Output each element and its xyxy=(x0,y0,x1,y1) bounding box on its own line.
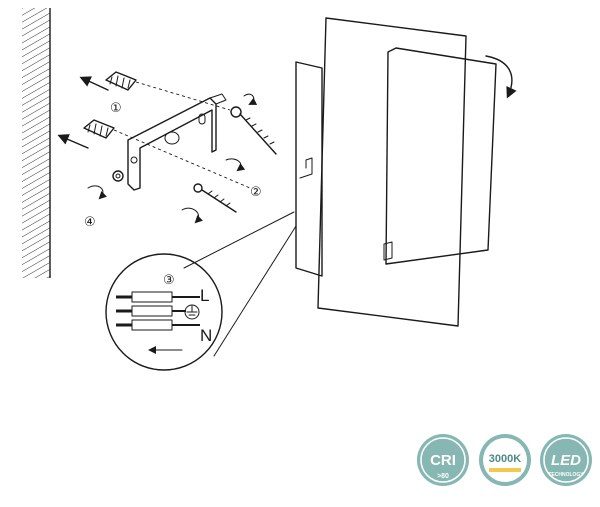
callout-lines xyxy=(183,211,297,357)
cct-label: 3000K xyxy=(489,453,521,465)
cri-sub: >80 xyxy=(437,473,449,480)
cri-badge: CRI >80 xyxy=(417,434,469,486)
screw-icon xyxy=(112,106,277,213)
wall-plug-icon xyxy=(83,71,137,139)
step-4-label: ④ xyxy=(84,215,96,230)
step-2-label: ② xyxy=(250,185,262,200)
light-fixture xyxy=(295,17,497,327)
rotate-arrow-icon xyxy=(87,55,517,224)
live-wire-label: L xyxy=(200,286,209,305)
cct-badge: 3000K xyxy=(479,434,531,486)
step-3-label: ③ xyxy=(163,273,175,288)
wiring-detail: ③ L N xyxy=(105,253,223,371)
bracket-icon xyxy=(127,93,227,191)
led-sub: TECHNOLOGY xyxy=(548,472,584,478)
alignment-lines xyxy=(113,81,251,189)
cri-label: CRI xyxy=(430,452,456,469)
ground-symbol-icon xyxy=(184,304,200,320)
led-label: LED xyxy=(551,452,581,469)
neutral-wire-label: N xyxy=(200,326,212,345)
terminal-block-icon xyxy=(116,291,200,331)
insert-arrow-bottom xyxy=(57,134,89,149)
insert-arrow-top xyxy=(79,76,109,91)
step-1-label: ① xyxy=(110,101,122,116)
wall-hatch-icon xyxy=(22,8,51,278)
cct-accent-bar xyxy=(489,468,521,472)
led-badge: LED TECHNOLOGY xyxy=(540,434,592,486)
